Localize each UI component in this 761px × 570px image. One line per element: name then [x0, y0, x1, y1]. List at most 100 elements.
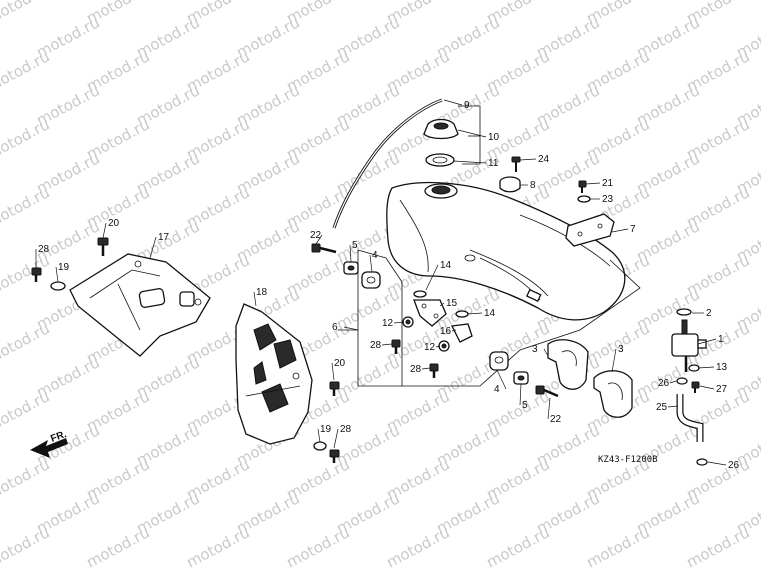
leader-line — [496, 369, 507, 390]
leader-line — [435, 345, 441, 348]
leader-line — [369, 254, 373, 273]
clip-26-upper — [676, 377, 688, 385]
watermark-text: motod.ru — [0, 251, 53, 299]
leader-line — [667, 405, 679, 408]
leader-line — [349, 244, 352, 263]
watermark-text: motod.ru — [383, 523, 452, 570]
callout-number: 1 — [718, 334, 724, 345]
callout-number: 4 — [494, 384, 500, 395]
callout-number: 22 — [310, 230, 322, 241]
washer-23 — [577, 195, 591, 203]
callout-number: 20 — [334, 358, 346, 369]
callout-number: 28 — [410, 364, 422, 375]
strap-3-a — [547, 339, 589, 390]
watermark-text: motod.ru — [0, 115, 53, 163]
shroud-18 — [235, 303, 313, 445]
callout-number: 18 — [256, 287, 268, 298]
callout-number: 26 — [728, 460, 740, 471]
callout-number: 25 — [656, 402, 668, 413]
bolt-20-left — [97, 237, 109, 256]
callout-number: 5 — [352, 240, 358, 251]
watermark-text: motod.ru — [0, 387, 53, 435]
leader-line — [707, 461, 727, 466]
watermark-text: motod.ru — [0, 319, 53, 367]
bolt-20-mid — [329, 381, 340, 396]
callout-number: 9 — [464, 100, 470, 111]
washer-2 — [676, 308, 692, 316]
leader-line — [519, 383, 522, 406]
clamp-16 — [451, 323, 473, 343]
callout-number: 20 — [108, 218, 120, 229]
callout-number: 24 — [538, 154, 550, 165]
leader-line — [585, 182, 601, 185]
watermark-text: motod.ru — [583, 523, 652, 570]
leader-line — [451, 329, 457, 332]
watermark-text: motod.ru — [0, 523, 53, 570]
leader-line — [439, 302, 445, 307]
nut-14-a — [413, 290, 427, 298]
callout-number: 10 — [488, 132, 500, 143]
collar-5-lower — [513, 371, 529, 385]
callout-number: 28 — [370, 340, 382, 351]
callout-number: 6 — [332, 322, 338, 333]
nut-12-b — [438, 340, 450, 352]
bolt-22-lower — [535, 385, 559, 398]
callout-number: 5 — [522, 400, 528, 411]
diagram-code: KZ43-F1200B — [598, 455, 658, 465]
collar-5-upper — [343, 261, 359, 275]
bolt-21 — [578, 180, 587, 193]
leader-line — [393, 321, 405, 324]
leader-line — [425, 264, 439, 291]
leader-line — [547, 397, 551, 420]
callout-number: 13 — [716, 362, 728, 373]
leader-line — [519, 158, 537, 161]
front-arrow-icon — [30, 438, 68, 458]
fuel-cap — [423, 118, 459, 140]
bolt-28-mount-b — [429, 363, 439, 378]
callout-number: 22 — [550, 414, 562, 425]
leader-line — [149, 236, 157, 259]
seal-13 — [688, 364, 700, 372]
strap-3-b — [593, 370, 633, 418]
callout-number: 2 — [706, 308, 712, 319]
callout-number: 12 — [382, 318, 394, 329]
leader-line — [331, 362, 335, 381]
watermark-text: motod.ru — [0, 183, 53, 231]
bolt-22-upper — [311, 243, 337, 254]
leader-line — [421, 367, 431, 370]
callout-number: 21 — [602, 178, 614, 189]
collar-19-mid — [313, 441, 327, 451]
nut-12-a — [402, 316, 414, 328]
rubber-4-lower — [489, 351, 509, 371]
leader-line — [699, 385, 715, 390]
fuel-cock-1 — [671, 319, 707, 372]
leader-line — [543, 348, 549, 357]
clip-26-lower — [696, 458, 708, 466]
watermark-text: motod.ru — [0, 0, 53, 28]
leader-line — [381, 343, 393, 346]
leader-line — [669, 380, 677, 384]
callout-number: 14 — [484, 308, 496, 319]
bolt-28-mount-a — [391, 339, 401, 354]
leader-line — [697, 338, 717, 345]
watermark-text: motod.ru — [0, 455, 53, 503]
leader-line — [457, 129, 487, 138]
callout-labels: 1233445567891011121213141415161718191920… — [38, 100, 740, 471]
cap-gasket — [425, 153, 455, 167]
bolt-28-left — [31, 267, 42, 282]
callout-number: 7 — [630, 224, 636, 235]
leader-line — [317, 428, 321, 443]
callout-number: 23 — [602, 194, 614, 205]
leader-line — [611, 348, 617, 373]
callout-number: 19 — [320, 424, 332, 435]
bolt-24 — [511, 156, 521, 172]
grommet — [499, 176, 521, 193]
callout-number: 8 — [530, 180, 536, 191]
fuel-tank — [386, 181, 626, 321]
watermark-text: motod.ru — [483, 523, 552, 570]
leader-line — [333, 428, 339, 449]
nut-14-b — [455, 310, 469, 318]
callout-number: 12 — [424, 342, 436, 353]
tank-bracket — [565, 213, 615, 247]
